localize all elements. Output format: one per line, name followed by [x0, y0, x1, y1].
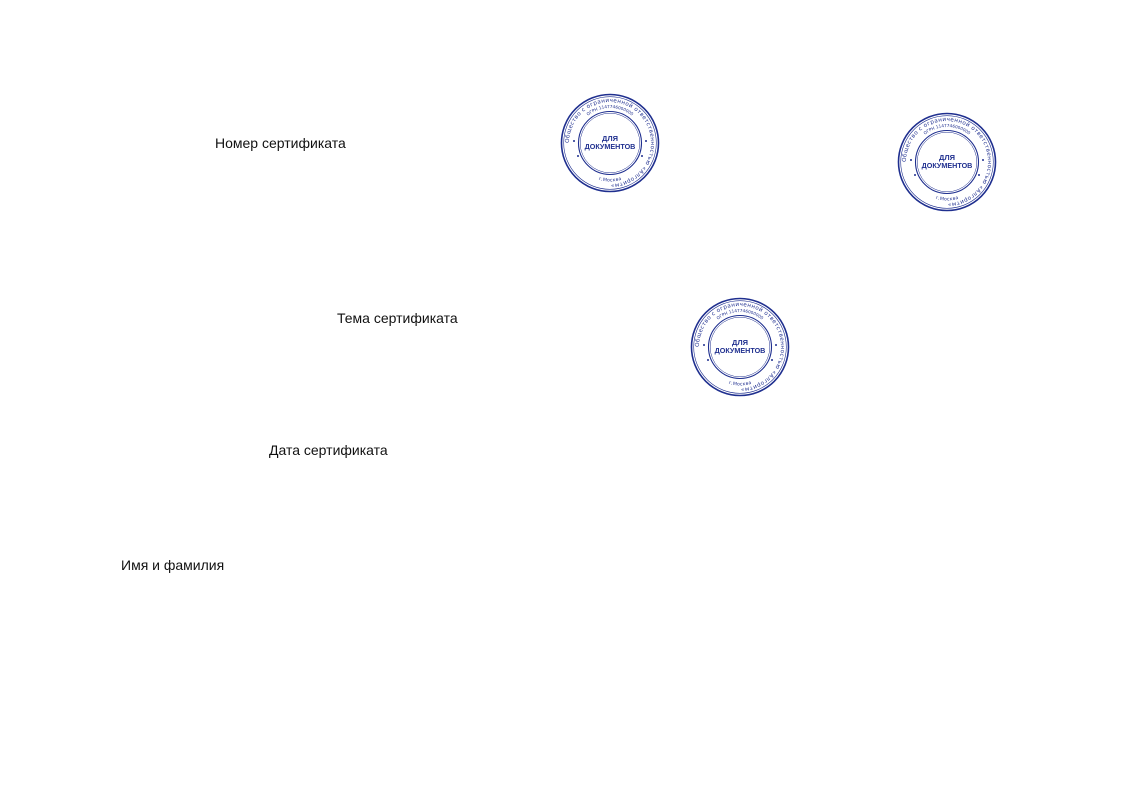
svg-text:г.Москва: г.Москва [935, 196, 959, 203]
svg-text:г.Москва: г.Москва [728, 381, 752, 388]
company-seal-stamp: Общество с ограниченной ответственностью… [560, 93, 660, 193]
certificate-number-label: Номер сертификата [215, 135, 346, 151]
svg-text:ДЛЯ: ДЛЯ [732, 338, 748, 347]
svg-text:ДЛЯ: ДЛЯ [602, 134, 618, 143]
certificate-topic-label: Тема сертификата [337, 310, 458, 326]
svg-text:г.Москва: г.Москва [598, 177, 622, 184]
seal-graphic: Общество с ограниченной ответственностью… [690, 297, 790, 397]
company-seal-stamp: Общество с ограниченной ответственностью… [897, 112, 997, 212]
seal-graphic: Общество с ограниченной ответственностью… [897, 112, 997, 212]
seal-graphic: Общество с ограниченной ответственностью… [560, 93, 660, 193]
svg-text:ДОКУМЕНТОВ: ДОКУМЕНТОВ [585, 142, 636, 151]
company-seal-stamp: Общество с ограниченной ответственностью… [690, 297, 790, 397]
svg-text:ДОКУМЕНТОВ: ДОКУМЕНТОВ [715, 346, 766, 355]
full-name-label: Имя и фамилия [121, 557, 225, 573]
svg-text:ДЛЯ: ДЛЯ [939, 153, 955, 162]
certificate-date-label: Дата сертификата [269, 442, 388, 458]
svg-text:ДОКУМЕНТОВ: ДОКУМЕНТОВ [922, 161, 973, 170]
